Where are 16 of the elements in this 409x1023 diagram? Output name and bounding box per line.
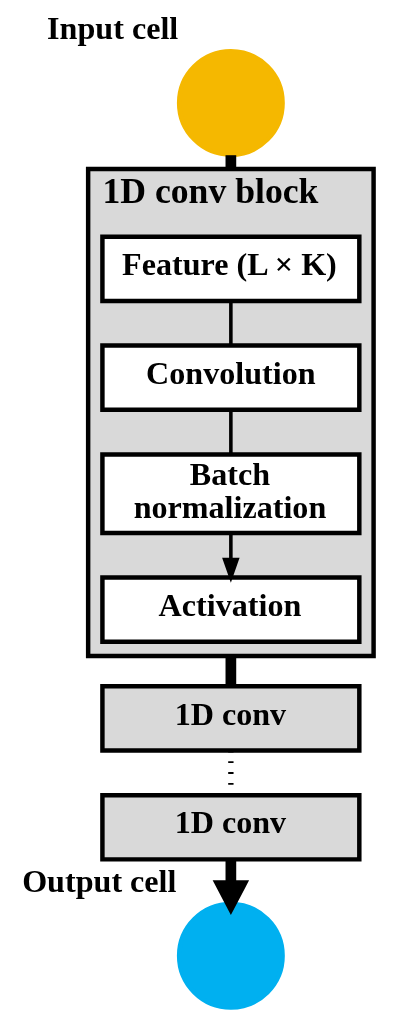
connector (228, 301, 233, 346)
node-box: Feature (L × K) (99, 234, 362, 304)
node-box: Activation (99, 575, 362, 644)
node-circle (176, 901, 285, 1010)
node-box: 1D conv (99, 792, 362, 862)
connector (225, 656, 236, 686)
node-box: 1D conv (99, 684, 362, 753)
arrow (212, 859, 249, 916)
connector (225, 155, 236, 169)
arrow (221, 533, 240, 583)
connector (228, 410, 233, 454)
node-circle (176, 49, 285, 157)
node-label: Output cell (21, 863, 176, 900)
node-label: Input cell (46, 10, 178, 47)
node-box: Batch normalization (99, 452, 362, 536)
node-box: Convolution (99, 343, 362, 413)
